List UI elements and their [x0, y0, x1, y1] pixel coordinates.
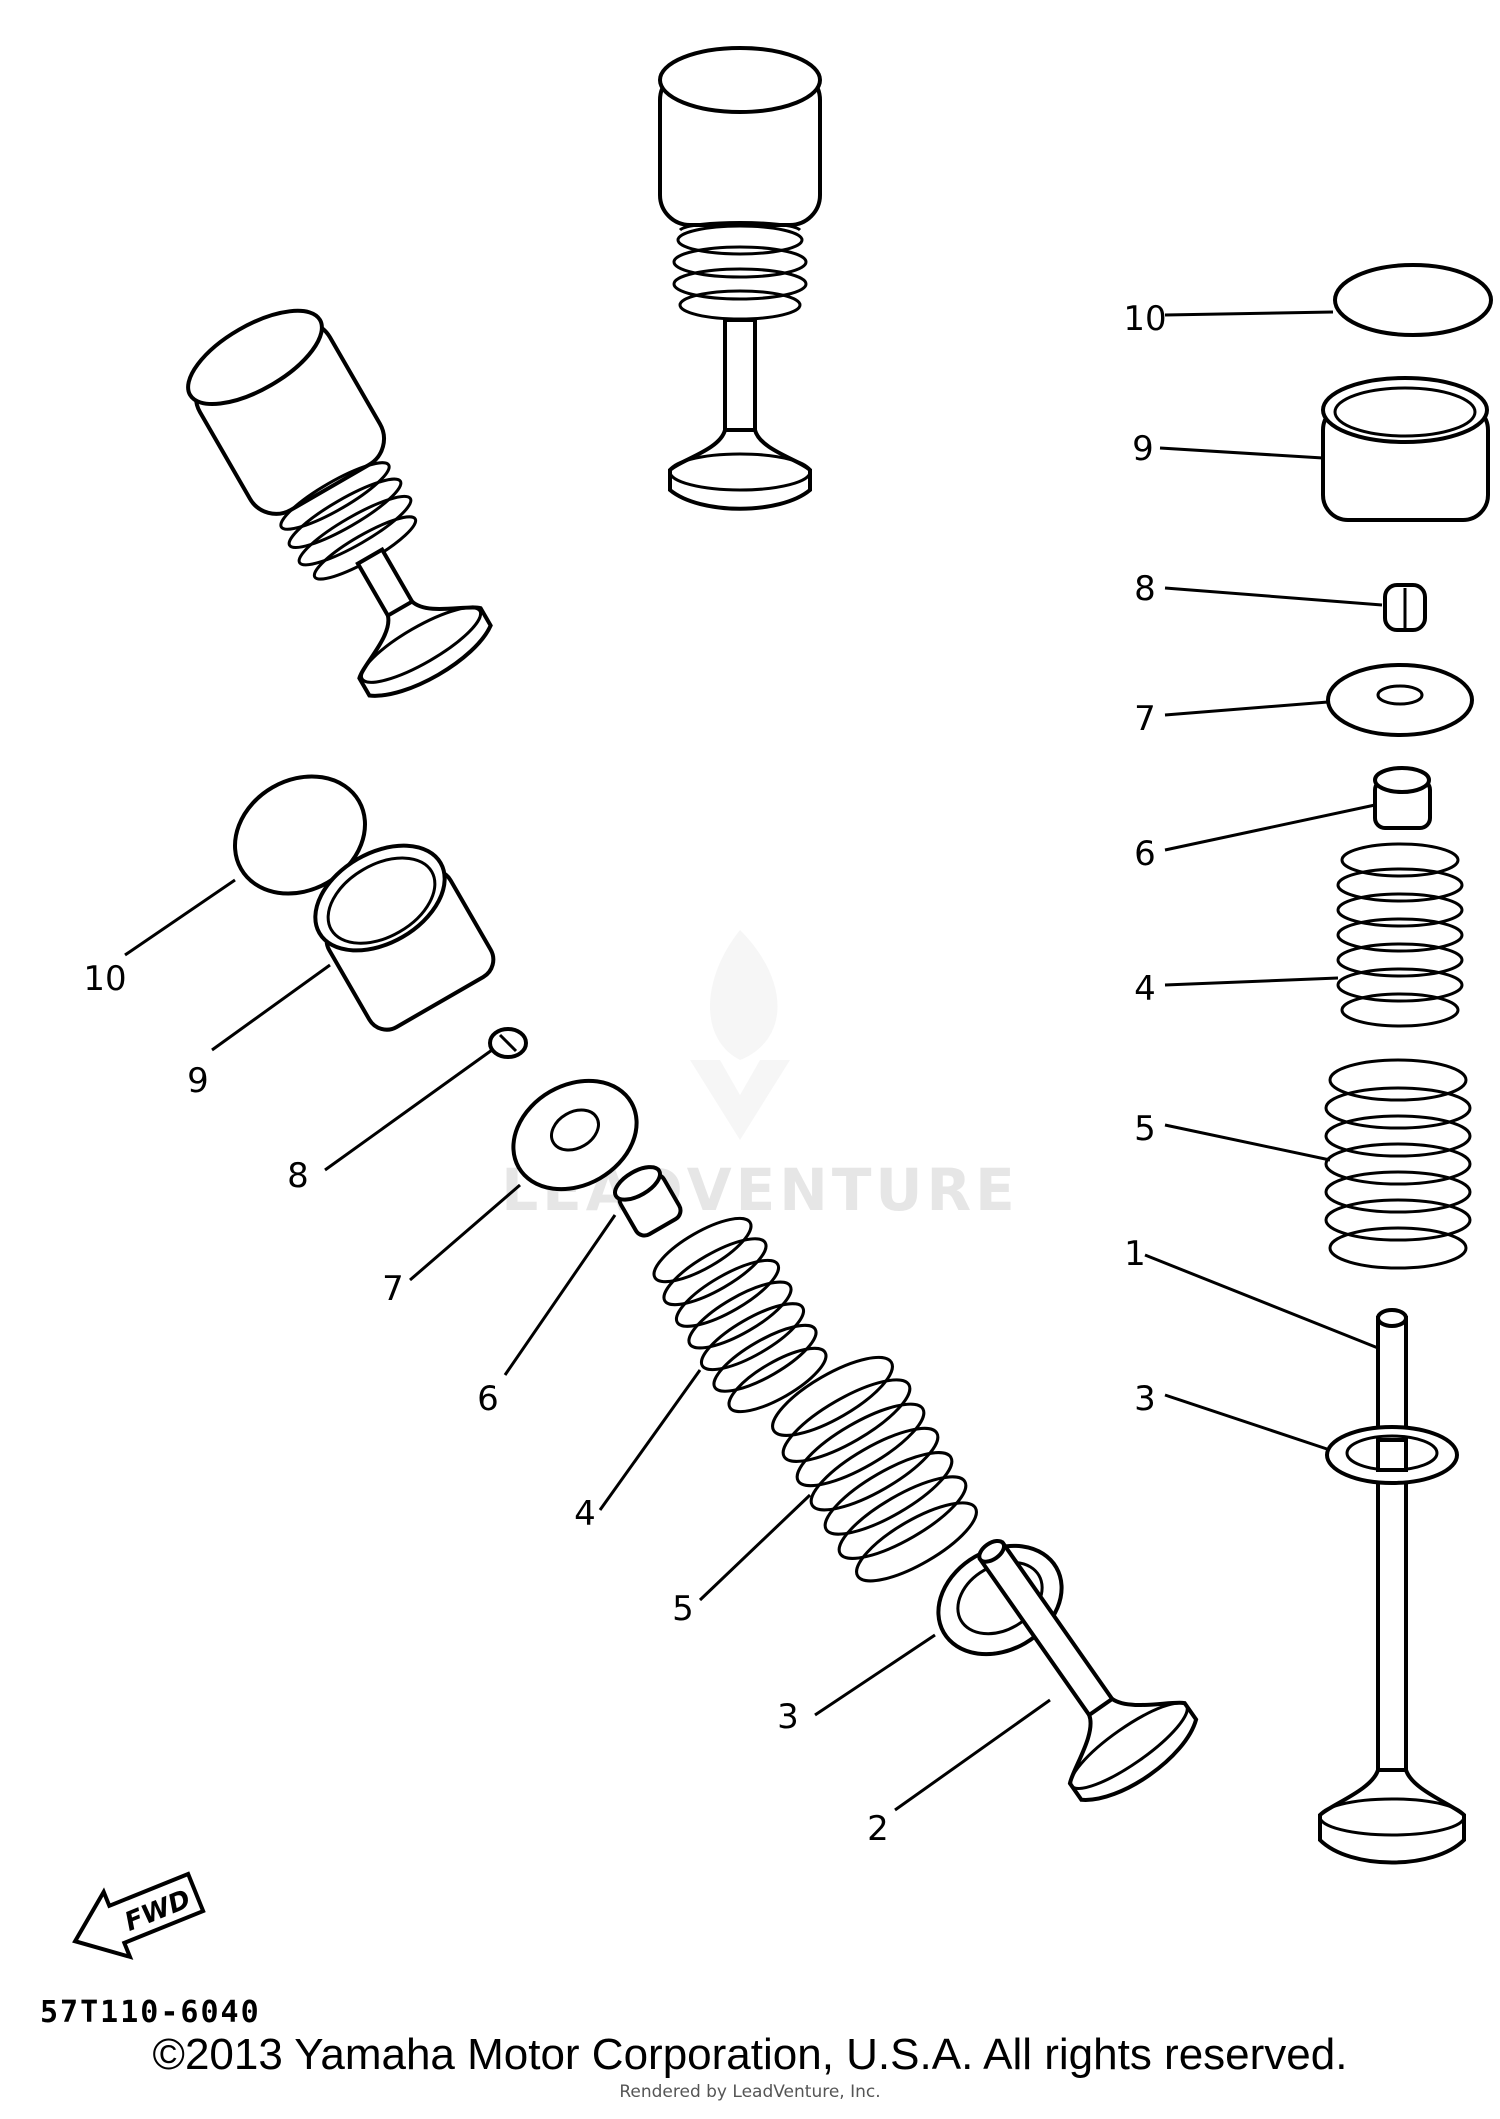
fwd-arrow-icon: FWD [72, 1871, 206, 1960]
right-lifter-9 [1321, 376, 1490, 522]
callout-left-5: 5 [672, 1589, 694, 1629]
left-stem-seal-6 [613, 1165, 683, 1238]
callout-left-4: 4 [574, 1494, 596, 1534]
rendered-by-text: Rendered by LeadVenture, Inc. [619, 2082, 881, 2102]
callout-left-7: 7 [382, 1269, 404, 1309]
callout-right-3: 3 [1134, 1379, 1156, 1419]
callout-right-7: 7 [1134, 699, 1156, 739]
callout-right-9: 9 [1132, 429, 1154, 469]
callout-left-10: 10 [83, 959, 126, 999]
left-outer-spring-5 [771, 1355, 978, 1583]
leader-lines [124, 310, 1383, 1812]
left-callouts: 10 9 8 7 6 4 5 3 2 [83, 959, 888, 1849]
callout-right-6: 6 [1134, 834, 1156, 874]
callout-right-4: 4 [1134, 969, 1156, 1009]
diagram-part-code: 57T110-6040 [40, 1995, 261, 2030]
left-cotter-8 [488, 1027, 528, 1059]
top-center-valve-assembly [658, 46, 822, 511]
right-outer-spring-5 [1324, 1058, 1472, 1270]
callout-left-3: 3 [777, 1697, 799, 1737]
callout-right-8: 8 [1134, 569, 1156, 609]
callout-right-5: 5 [1134, 1109, 1156, 1149]
watermark-logo [690, 930, 790, 1140]
right-shim-10 [1333, 263, 1493, 337]
left-inner-spring-4 [652, 1216, 828, 1414]
copyright-text: ©2013 Yamaha Motor Corporation, U.S.A. A… [152, 2030, 1348, 2079]
callout-left-2: 2 [867, 1809, 889, 1849]
right-retainer-7 [1326, 663, 1474, 737]
top-left-valve-assembly [186, 308, 493, 698]
right-inner-spring-4 [1336, 842, 1464, 1028]
right-cotter-8 [1383, 583, 1427, 632]
callout-left-6: 6 [477, 1379, 499, 1419]
callout-left-9: 9 [187, 1061, 209, 1101]
right-callouts: 10 9 8 7 6 4 5 1 3 [1123, 299, 1166, 1419]
callout-left-8: 8 [287, 1156, 309, 1196]
right-washer-3 [1325, 1425, 1459, 1485]
left-lifter-9 [313, 843, 496, 1032]
right-valve-1 [1318, 1308, 1466, 1865]
left-valve-2 [977, 1538, 1199, 1802]
callout-right-10: 10 [1123, 299, 1166, 339]
left-retainer-7 [511, 1078, 639, 1192]
callout-right-1: 1 [1124, 1234, 1146, 1274]
right-stem-seal-6 [1373, 766, 1432, 830]
